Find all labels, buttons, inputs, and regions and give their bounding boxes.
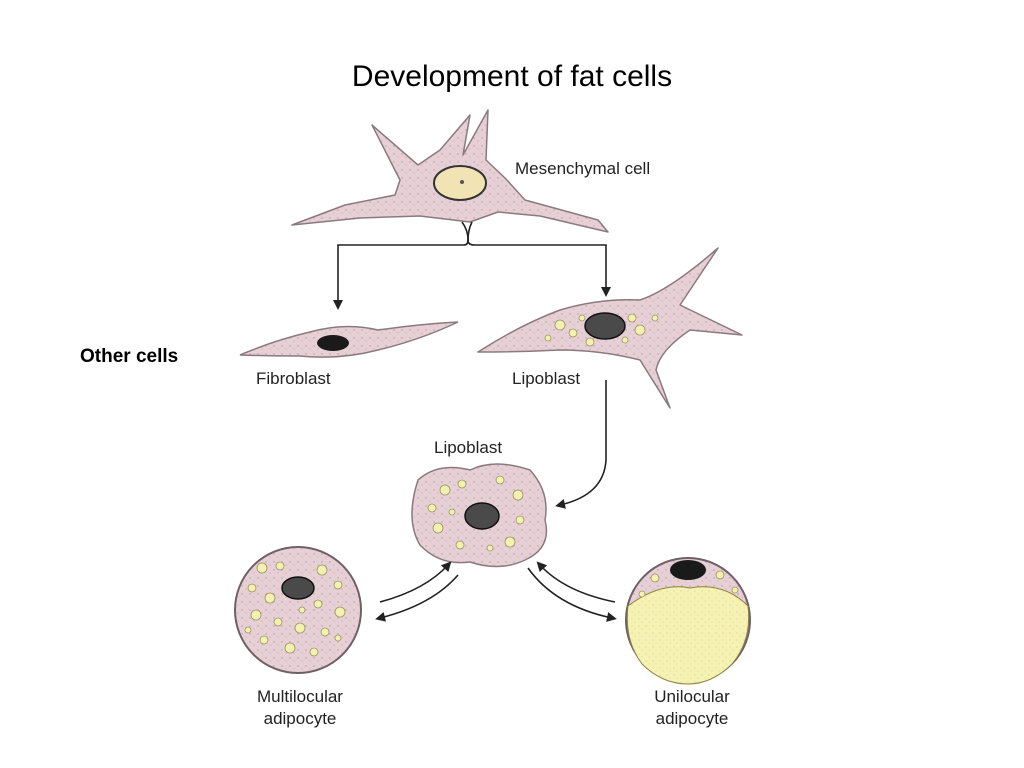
lipoblast-elongated-nucleus xyxy=(584,312,626,340)
lipoblast-elongated-label: Lipoblast xyxy=(512,369,581,388)
lipoblast-round-cell xyxy=(411,463,548,568)
other-cells-label: Other cells xyxy=(80,346,179,367)
arrows-round-to-multilocular xyxy=(375,561,459,622)
multilocular-label-line2: adipocyte xyxy=(263,709,337,728)
fibroblast-nucleus xyxy=(317,335,349,351)
mesenchymal-cell xyxy=(291,109,609,233)
multilocular-adipocyte-label: Multilocular adipocyte xyxy=(230,686,370,730)
lipoblast-round-nucleus xyxy=(464,502,500,530)
fibroblast-label: Fibroblast xyxy=(256,369,331,388)
unilocular-adipocyte-cell xyxy=(625,557,751,685)
lipoblast-elongated-cell xyxy=(477,247,743,409)
mesenchymal-nucleus xyxy=(433,165,487,201)
unilocular-adipocyte-label: Unilocular adipocyte xyxy=(622,686,762,730)
multilocular-adipocyte-cell xyxy=(234,546,362,674)
multilocular-label-line1: Multilocular xyxy=(257,687,343,706)
unilocular-label-line1: Unilocular xyxy=(654,687,730,706)
unilocular-lipid-droplet xyxy=(626,586,750,685)
multilocular-nucleus xyxy=(281,576,315,600)
mesenchymal-cell-label: Mesenchymal cell xyxy=(515,159,651,178)
page-title: Development of fat cells xyxy=(351,60,673,93)
unilocular-label-line2: adipocyte xyxy=(655,709,729,728)
differentiation-arrows xyxy=(333,221,611,310)
unilocular-nucleus xyxy=(670,560,706,580)
lipoblast-round-label: Lipoblast xyxy=(434,438,503,457)
arrow-to-round-lipoblast xyxy=(555,380,607,509)
fibroblast-cell xyxy=(239,321,459,358)
arrows-round-to-unilocular xyxy=(527,561,617,622)
